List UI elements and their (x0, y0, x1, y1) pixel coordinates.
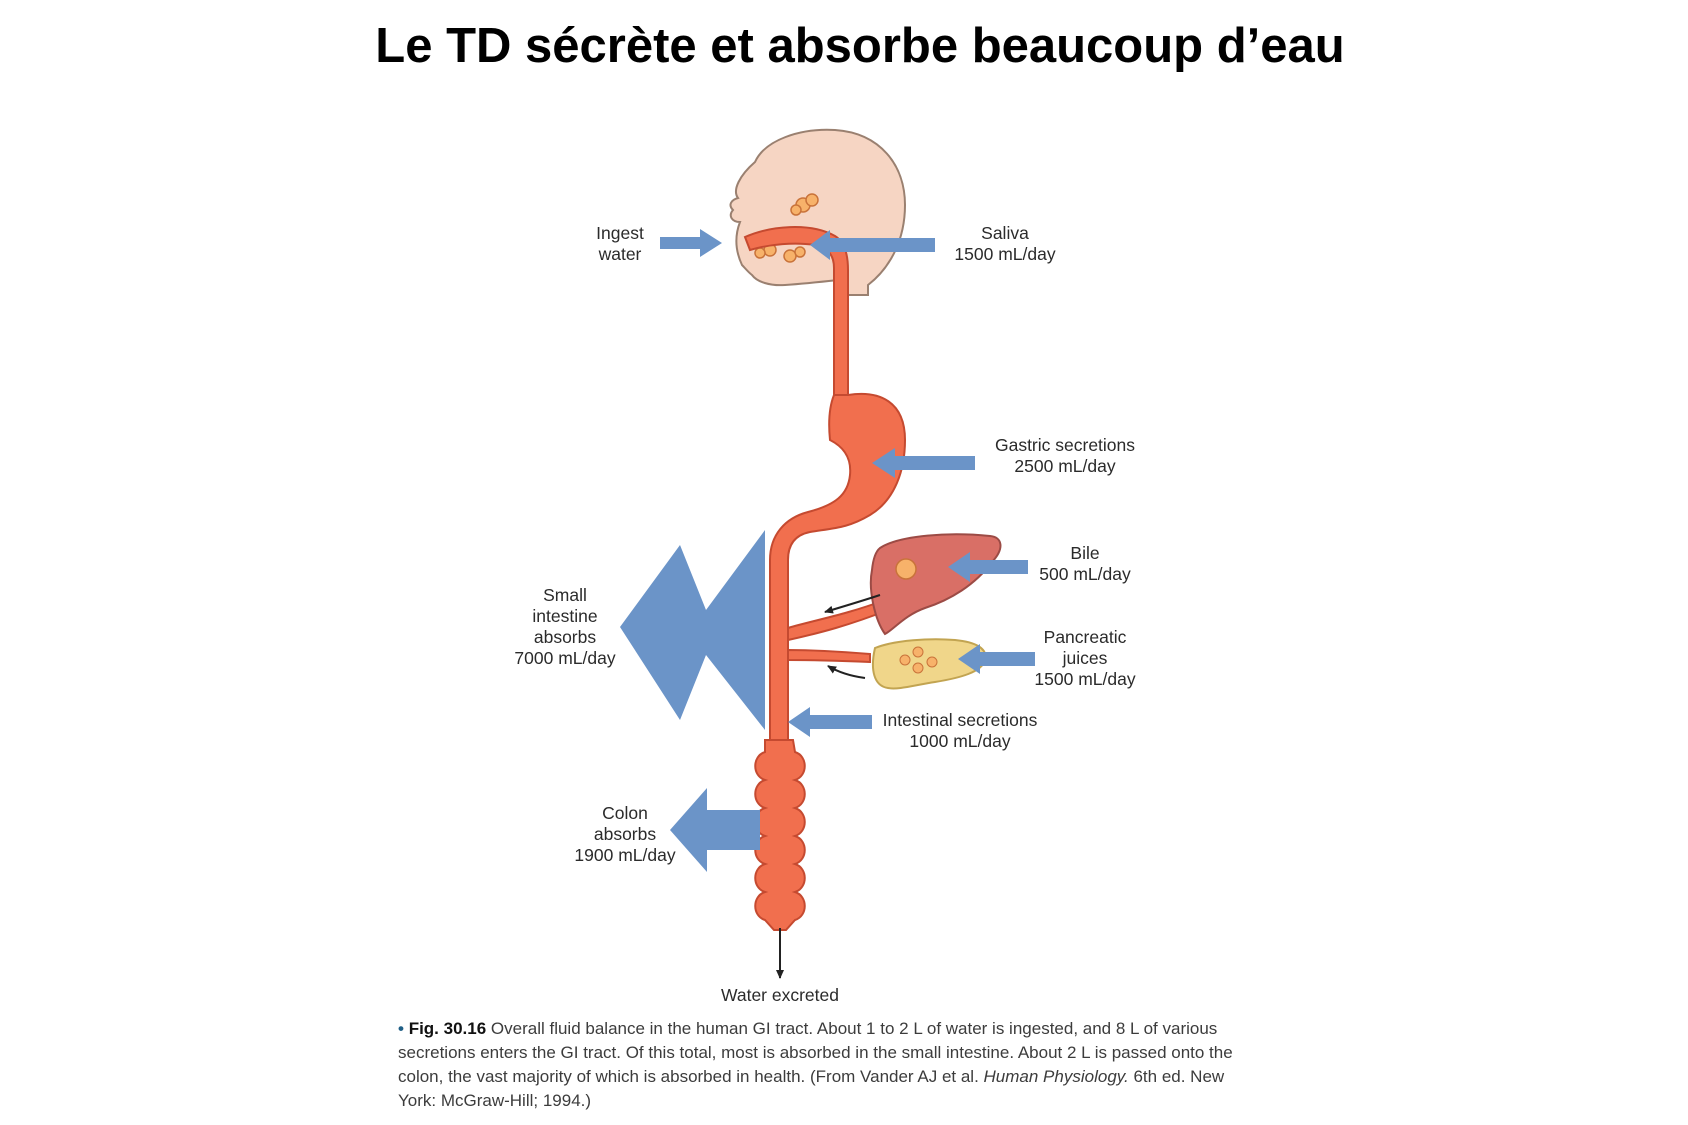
colon-absorption-arrow (670, 788, 760, 872)
slide-title: Le TD sécrète et absorbe beaucoup d’eau (375, 19, 1345, 73)
ingest-arrow (660, 229, 722, 257)
caption-bullet: • (398, 1019, 404, 1038)
caption-text: Overall fluid balance in the human GI tr… (398, 1019, 1233, 1086)
bile-arrow (948, 552, 1028, 582)
gastric-arrow (872, 448, 975, 478)
caption-book-title: Human Physiology. (983, 1067, 1129, 1086)
label-water-excreted: Water excreted (720, 985, 839, 1005)
intestinal-arrow (788, 707, 872, 737)
pancreatic-acini (899, 646, 938, 674)
liver-illustration (869, 533, 1002, 636)
caption-fig-label: Fig. 30.16 (408, 1019, 487, 1038)
bile-flow-arrow (824, 594, 881, 614)
small-intestine-absorption-arrow (620, 530, 765, 730)
saliva-arrow (810, 230, 935, 260)
figure-caption: • Fig. 30.16 Overall fluid balance in th… (398, 1017, 1258, 1113)
pancreatic-flow-arrow (827, 665, 866, 679)
input-arrows (660, 229, 1035, 737)
gallbladder-icon (895, 558, 917, 580)
head-illustration (729, 128, 907, 296)
caption-text-end: 6th ed. New York: McGraw-Hill; 1994.) (398, 1067, 1225, 1110)
pancreatic-arrow (958, 644, 1035, 674)
